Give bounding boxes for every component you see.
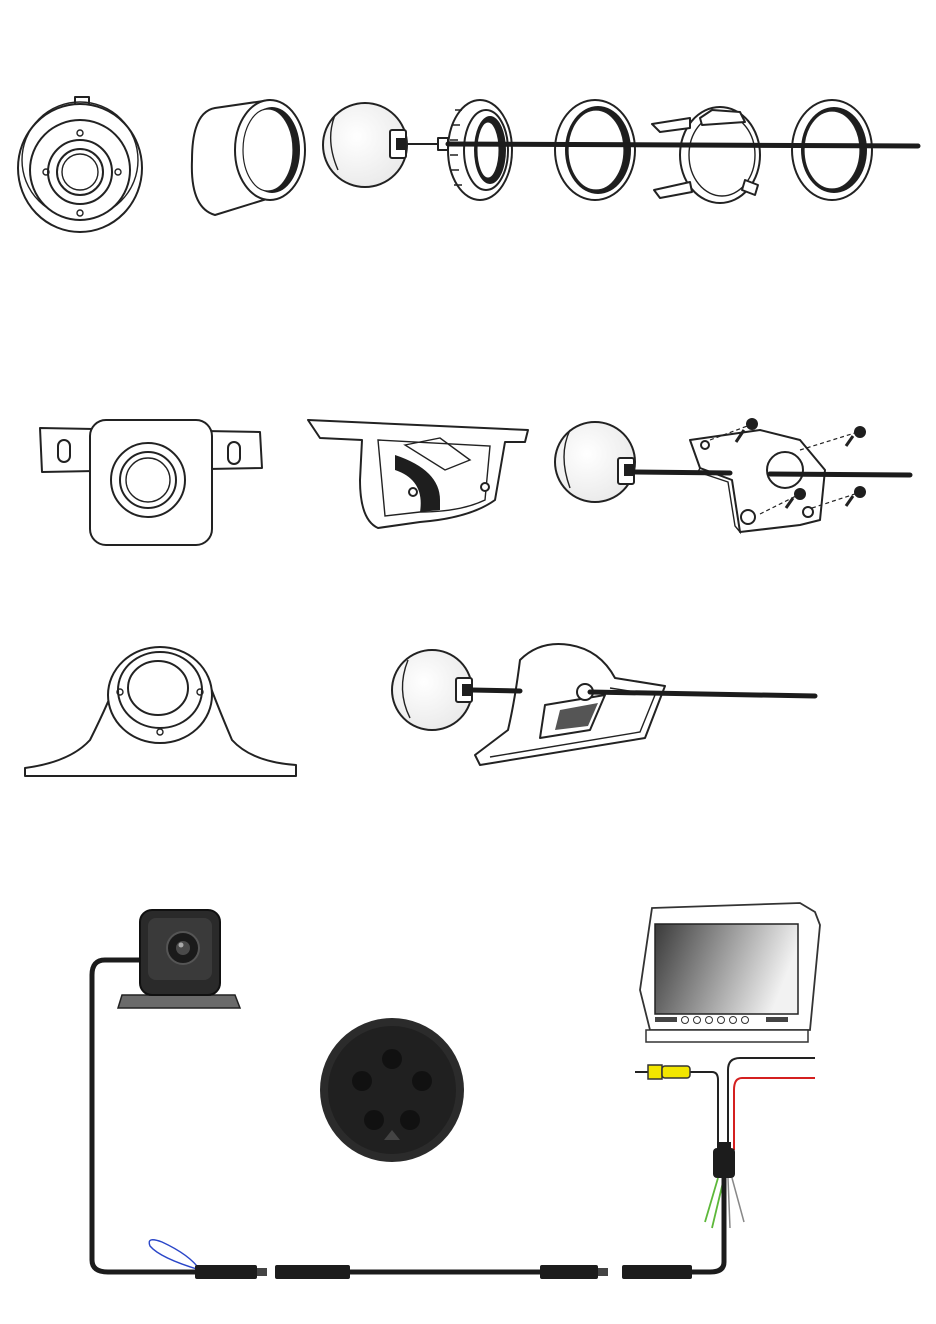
rca-plug — [648, 1065, 662, 1079]
cable-row-2 — [634, 472, 910, 475]
camera-front-view — [18, 97, 142, 232]
monitor-screen — [655, 924, 798, 1014]
threaded-collar — [448, 100, 512, 200]
flush-mount-section — [18, 97, 918, 232]
saddle-mount-section — [25, 644, 815, 776]
plate-camera-front — [40, 420, 262, 545]
camera-ball-1 — [323, 103, 407, 187]
extension-cable — [195, 1265, 692, 1279]
saddle-camera-front — [25, 647, 296, 776]
camera-ball-2 — [555, 422, 635, 502]
cable-row-1 — [448, 144, 918, 146]
spring-clip — [652, 107, 760, 203]
bracket-side-view — [308, 420, 528, 528]
wiring-section — [92, 903, 820, 1279]
blue-loop — [149, 1240, 200, 1270]
trim-ring — [792, 100, 872, 200]
camera-ball-3 — [392, 650, 472, 730]
monitor — [640, 903, 820, 1042]
sealing-ring — [555, 100, 635, 200]
mounting-sleeve — [192, 100, 305, 215]
harness — [635, 1058, 815, 1272]
4-pin-connector — [320, 1018, 464, 1162]
bracket-mount-section — [40, 418, 910, 545]
saddle-bracket — [475, 644, 665, 765]
screw-icon — [846, 426, 866, 446]
